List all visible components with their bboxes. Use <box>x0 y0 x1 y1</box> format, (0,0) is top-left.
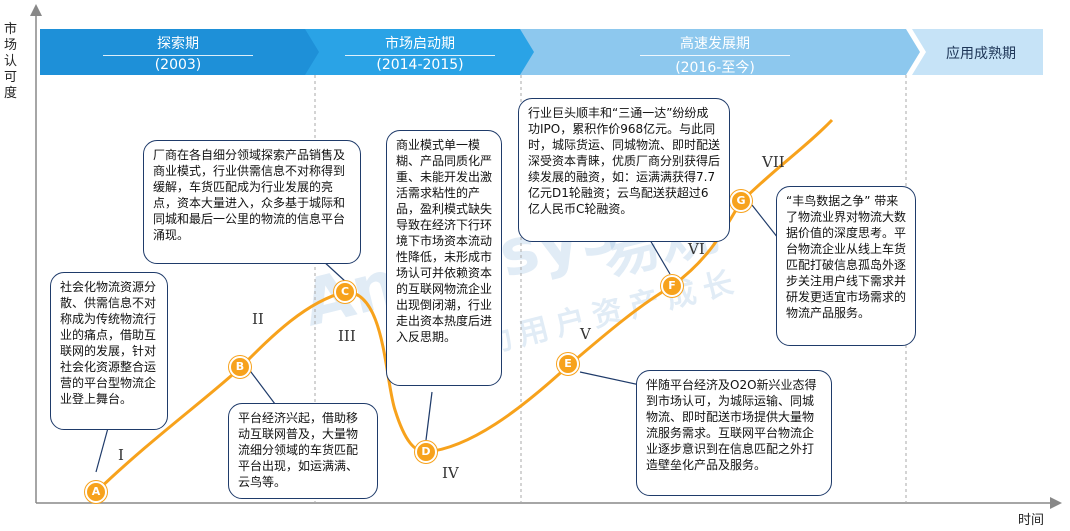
pointer-f <box>649 239 671 275</box>
callout-a: 社会化物流资源分散、供需信息不对称成为传统物流行业的痛点，借助互联网的发展，针对… <box>50 272 168 430</box>
callout-g: “丰鸟数据之争” 带来了物流业界对物流大数据价值的深度思考。平台物流企业从线上车… <box>776 186 916 346</box>
stage-label: VI <box>688 240 705 258</box>
phase-band-2 <box>305 29 534 75</box>
x-axis-label: 时间 <box>1018 513 1045 528</box>
callout-d: 商业模式单一模糊、产品同质化严重、未能开发出激活需求粘性的产品，盈利模式缺失导致… <box>386 130 502 386</box>
pointer-d <box>425 391 433 441</box>
y-axis-label: 市场认可度 <box>4 22 18 101</box>
pointer-a <box>95 427 109 473</box>
stage-label: III <box>338 327 356 345</box>
pointer-g <box>751 204 779 239</box>
stage-label: I <box>118 446 124 464</box>
milestone-f: F <box>661 275 683 297</box>
stage-label: II <box>252 310 264 328</box>
callout-c: 厂商在各自细分领域探索产品销售及商业模式，行业供需信息不对称得到缓解，车货匹配成… <box>143 140 361 264</box>
phase-period: (2014-2015) <box>376 57 464 73</box>
stage-label: IV <box>442 464 459 482</box>
callout-f: 行业巨头顺丰和“三通一达”纷纷成功IPO，累积作价968亿元。与此同时，城际货运… <box>518 98 730 242</box>
milestone-d: D <box>415 441 437 463</box>
phase-band-1 <box>40 29 319 75</box>
phase-period: (2003) <box>154 57 202 73</box>
phase-title: 应用成熟期 <box>946 46 1016 62</box>
phase-mature: 应用成熟期 <box>926 29 1036 75</box>
callout-b: 平台经济兴起，借助移动互联网普及，大量物流细分领域的车货匹配平台出现，如运满满、… <box>228 403 378 499</box>
phase-band-3 <box>520 29 920 75</box>
phase-title: 市场启动期 <box>385 36 455 52</box>
milestone-b: B <box>229 356 251 378</box>
stage-label: VII <box>762 153 785 171</box>
phase-exploration: 探索期 (2003) <box>98 29 258 75</box>
phase-title: 高速发展期 <box>680 36 750 52</box>
phase-period: (2016-至今) <box>675 60 755 76</box>
milestone-c: C <box>334 281 356 303</box>
phase-launch: 市场启动期 (2014-2015) <box>340 29 500 75</box>
milestone-g: G <box>730 190 752 212</box>
stage-label: V <box>580 325 591 343</box>
milestone-e: E <box>557 353 579 375</box>
milestone-a: A <box>85 481 107 503</box>
callout-e: 伴随平台经济及O2O新兴业态得到市场认可，为城际运输、同城物流、即时配送市场提供… <box>636 370 832 496</box>
phase-title: 探索期 <box>157 36 199 52</box>
pointer-e <box>579 371 641 386</box>
phase-band-4 <box>912 29 1043 75</box>
phase-rapid-growth: 高速发展期 (2016-至今) <box>625 29 805 76</box>
